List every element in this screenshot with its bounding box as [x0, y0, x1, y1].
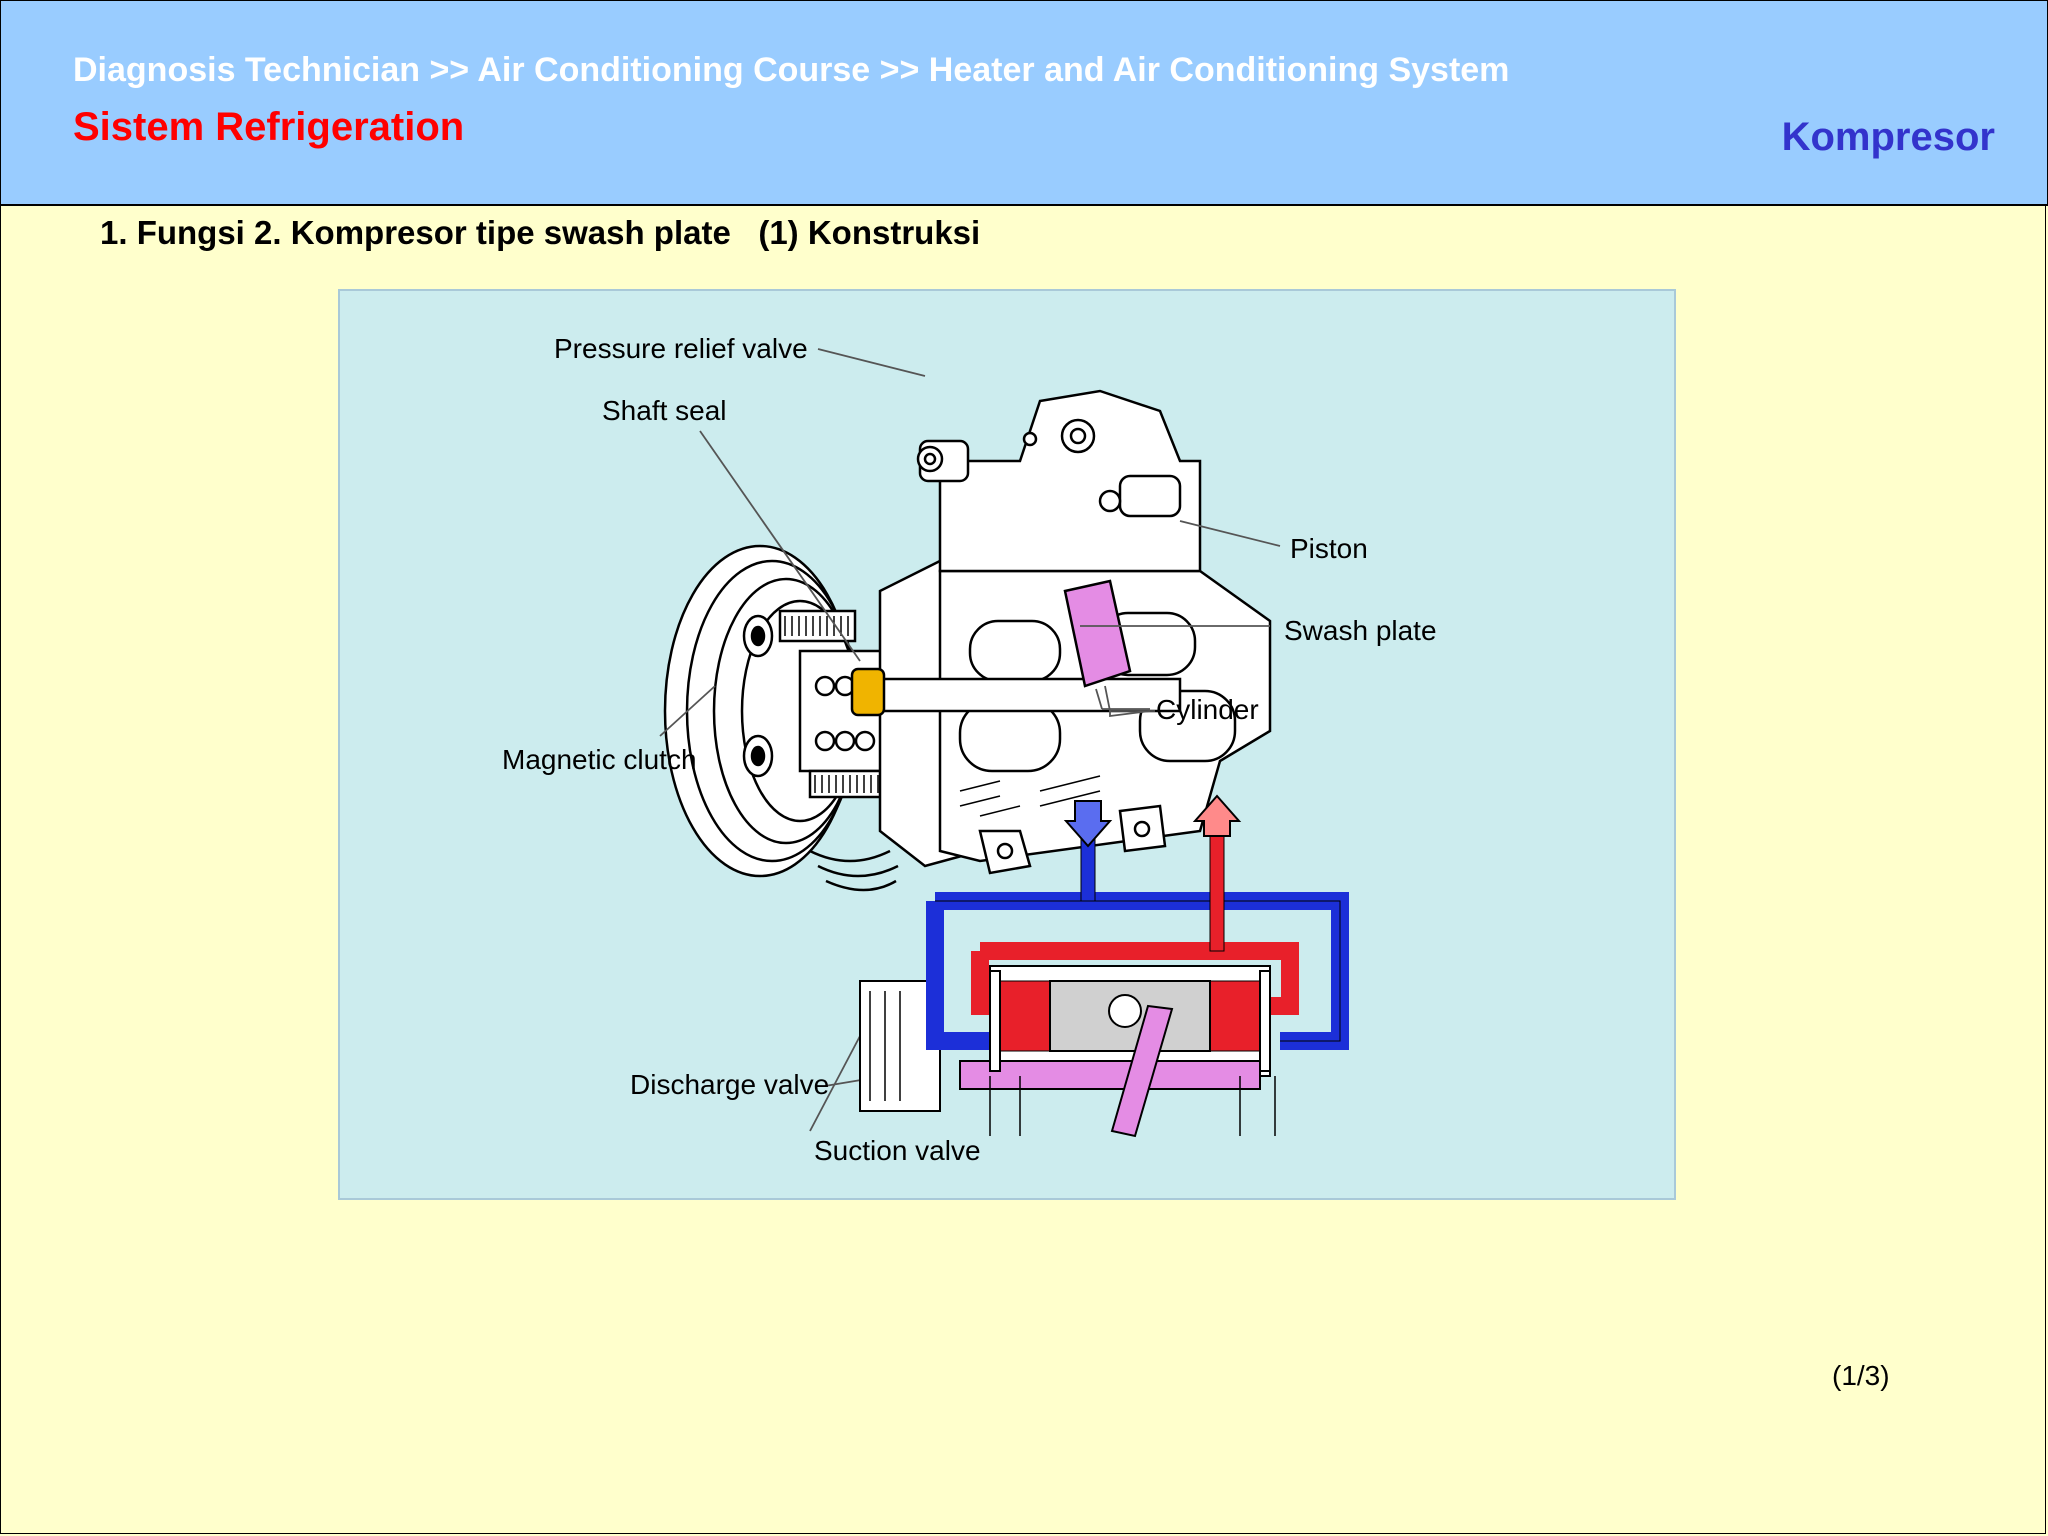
- header-bar: Diagnosis Technician >> Air Conditioning…: [0, 0, 2048, 206]
- label-discharge-valve: Discharge valve: [630, 1069, 830, 1100]
- compressor-section: [859, 794, 1349, 1138]
- topic-title: Kompresor: [1781, 115, 1995, 159]
- label-magnetic-clutch: Magnetic clutch: [502, 744, 697, 775]
- label-cylinder: Cylinder: [1156, 694, 1259, 725]
- compressor-cutaway: [663, 389, 1272, 892]
- compressor-figure: Pressure relief valve Shaft seal Piston …: [338, 289, 1676, 1200]
- compressor-illustration: [659, 348, 1349, 1138]
- label-suction-valve: Suction valve: [814, 1135, 981, 1166]
- leader-lines-upper: [659, 348, 1281, 1132]
- label-swash-plate: Swash plate: [1284, 615, 1437, 646]
- label-pressure-relief-valve: Pressure relief valve: [554, 333, 808, 364]
- slide-heading: 1. Fungsi 2. Kompresor tipe swash plate …: [100, 214, 981, 251]
- label-piston: Piston: [1290, 533, 1368, 564]
- section-title: Sistem Refrigeration: [73, 105, 465, 149]
- page-number: (1/3): [1832, 1360, 1890, 1391]
- breadcrumb: Diagnosis Technician >> Air Conditioning…: [73, 51, 1510, 89]
- label-shaft-seal: Shaft seal: [602, 395, 727, 426]
